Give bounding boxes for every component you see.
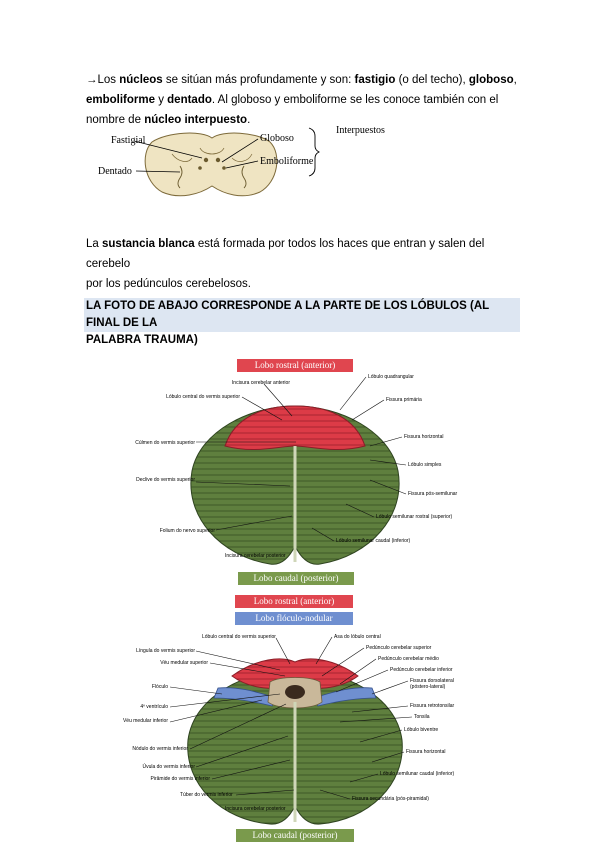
label-b-fissura-dorsolateral: Fissura dorsolateral (póstero-lateral): [410, 678, 454, 690]
label-fastigial: Fastigial: [111, 135, 146, 146]
white-line-1: La sustancia blanca está formada por tod…: [86, 238, 485, 270]
label-b-floculo: Flóculo: [151, 684, 168, 690]
label-b-veu-inferior: Véu medular inferior: [122, 718, 168, 724]
section-banner: LA FOTO DE ABAJO CORRESPONDE A LA PARTE …: [84, 298, 520, 346]
label-semilunar-caudal-top: Lóbulo semilunar caudal (inferior): [336, 538, 411, 544]
label-b-fissura-horizontal: Fissura horizontal: [406, 749, 446, 755]
label-fissura-primaria: Fissura primária: [386, 397, 422, 403]
label-b-tuber: Túber do vermis inferior: [180, 792, 233, 798]
banner-line-1: LA FOTO DE ABAJO CORRESPONDE A LA PARTE …: [86, 300, 489, 329]
label-b-ped-medio: Pedúnculo cerebelar médio: [378, 656, 439, 662]
label-fissura-horizontal-top: Fissura horizontal: [404, 434, 444, 440]
label-lobulo-central: Lóbulo central do vermis superior: [166, 394, 240, 400]
nuclei-paragraph: →Los núcleos se sitúan más profundamente…: [86, 70, 526, 130]
tag-rostral-bottom: Lobo rostral (anterior): [235, 595, 353, 608]
nuclei-diagram: [133, 127, 321, 197]
label-b-ventriculo: 4º ventrículo: [140, 704, 168, 710]
banner-line-2: PALABRA TRAUMA): [86, 334, 198, 346]
white-line-2: por los pedúnculos cerebelosos.: [86, 278, 251, 290]
label-b-retrotonsilar: Fissura retrotonsilar: [410, 703, 455, 709]
label-b-biventre: Lóbulo biventre: [404, 727, 439, 733]
label-semilunar-rostral: Lóbulo semilunar rostral (superior): [376, 514, 453, 520]
label-b-tonsila: Tonsila: [414, 714, 430, 720]
nuclei-line-3: nombre de núcleo interpuesto.: [86, 114, 251, 126]
white-matter-paragraph: La sustancia blanca está formada por tod…: [86, 234, 526, 294]
label-culmen: Cúlmen do vermis superior: [135, 440, 195, 446]
label-b-asa: Asa do lóbulo central: [334, 634, 381, 640]
label-b-ped-inferior: Pedúnculo cerebelar inferior: [390, 667, 453, 673]
label-globoso: Globoso: [260, 133, 294, 144]
label-dentado: Dentado: [98, 166, 132, 177]
tag-caudal-top: Lobo caudal (posterior): [238, 572, 354, 585]
tag-rostral-top: Lobo rostral (anterior): [237, 359, 353, 372]
nuclei-line-2: emboliforme y dentado. Al globoso y embo…: [86, 94, 499, 106]
label-b-lobulo-central: Lóbulo central do vermis superior: [202, 634, 276, 640]
label-b-incisura-posterior: Incisura cerebelar posterior: [225, 806, 286, 812]
label-b-piramide: Pirâmide do vermis inferior: [150, 776, 210, 782]
label-lobulo-simples: Lóbulo simples: [408, 462, 442, 468]
label-lobulo-quadrangular: Lóbulo quadrangular: [368, 374, 414, 380]
label-incisura-anterior: Incisura cerebelar anterior: [231, 380, 290, 386]
label-declive: Declive do vermis superior: [136, 477, 195, 483]
label-b-semilunar-caudal: Lóbulo semilunar caudal (inferior): [380, 771, 455, 777]
label-b-ped-superior: Pedúnculo cerebelar superior: [366, 645, 432, 651]
label-fissura-pos-semilunar: Fissura pós-semilunar: [408, 491, 458, 497]
label-b-fissura-secundaria: Fissura secundária (pós-piramidal): [352, 796, 429, 802]
tag-flocculonodular: Lobo flóculo-nodular: [235, 612, 353, 625]
label-b-lingula: Língula do vermis superior: [136, 648, 195, 654]
nuclei-line-1: →Los núcleos se sitúan más profundamente…: [86, 74, 517, 86]
label-emboliforme: Emboliforme: [260, 156, 314, 167]
label-b-uvula: Úvula do vermis inferior: [142, 764, 195, 770]
label-incisura-posterior: Incisura cerebelar posterior: [225, 553, 286, 559]
label-interpuestos: Interpuestos: [336, 125, 385, 136]
cerebellum-superior-view: [190, 405, 400, 565]
tag-caudal-bottom: Lobo caudal (posterior): [236, 829, 354, 842]
cerebellum-inferior-view: [187, 658, 403, 825]
label-b-nodulo: Nódulo do vermis inferior: [132, 746, 188, 752]
label-folium: Folium do nervo superior: [159, 528, 215, 534]
label-b-veu-superior: Véu medular superior: [160, 660, 208, 666]
